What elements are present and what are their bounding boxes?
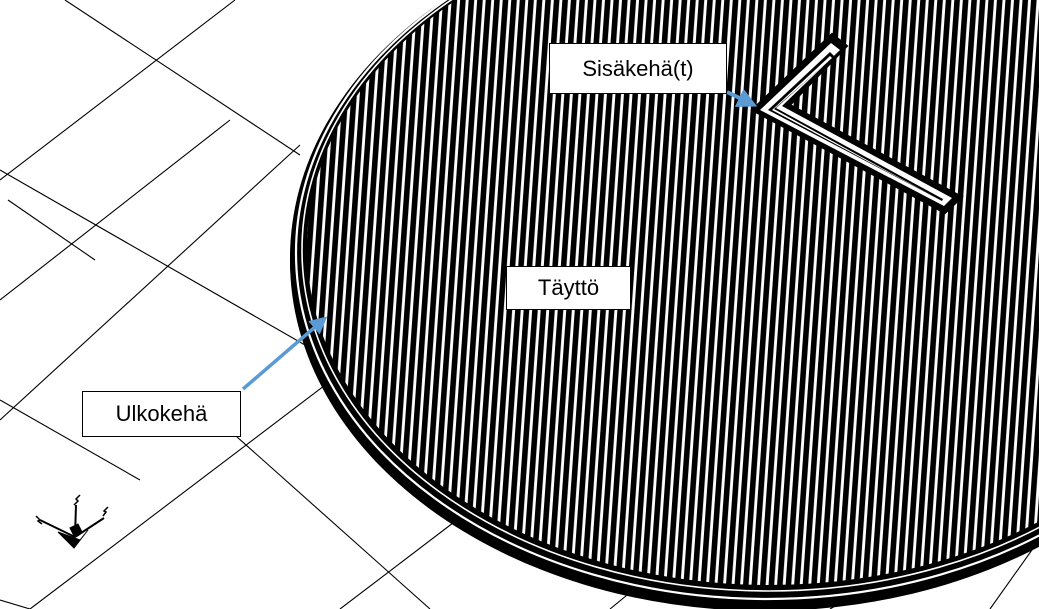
infill-label-text: Täyttö [538,275,599,301]
axis-triad-icon [36,495,108,548]
outer-perimeter-label: Ulkokehä [82,391,241,437]
inner-perimeter-label-text: Sisäkehä(t) [582,56,693,82]
inner-perimeter-label: Sisäkehä(t) [549,43,727,94]
outer-perimeter-label-text: Ulkokehä [116,401,208,427]
infill-label: Täyttö [506,266,631,310]
